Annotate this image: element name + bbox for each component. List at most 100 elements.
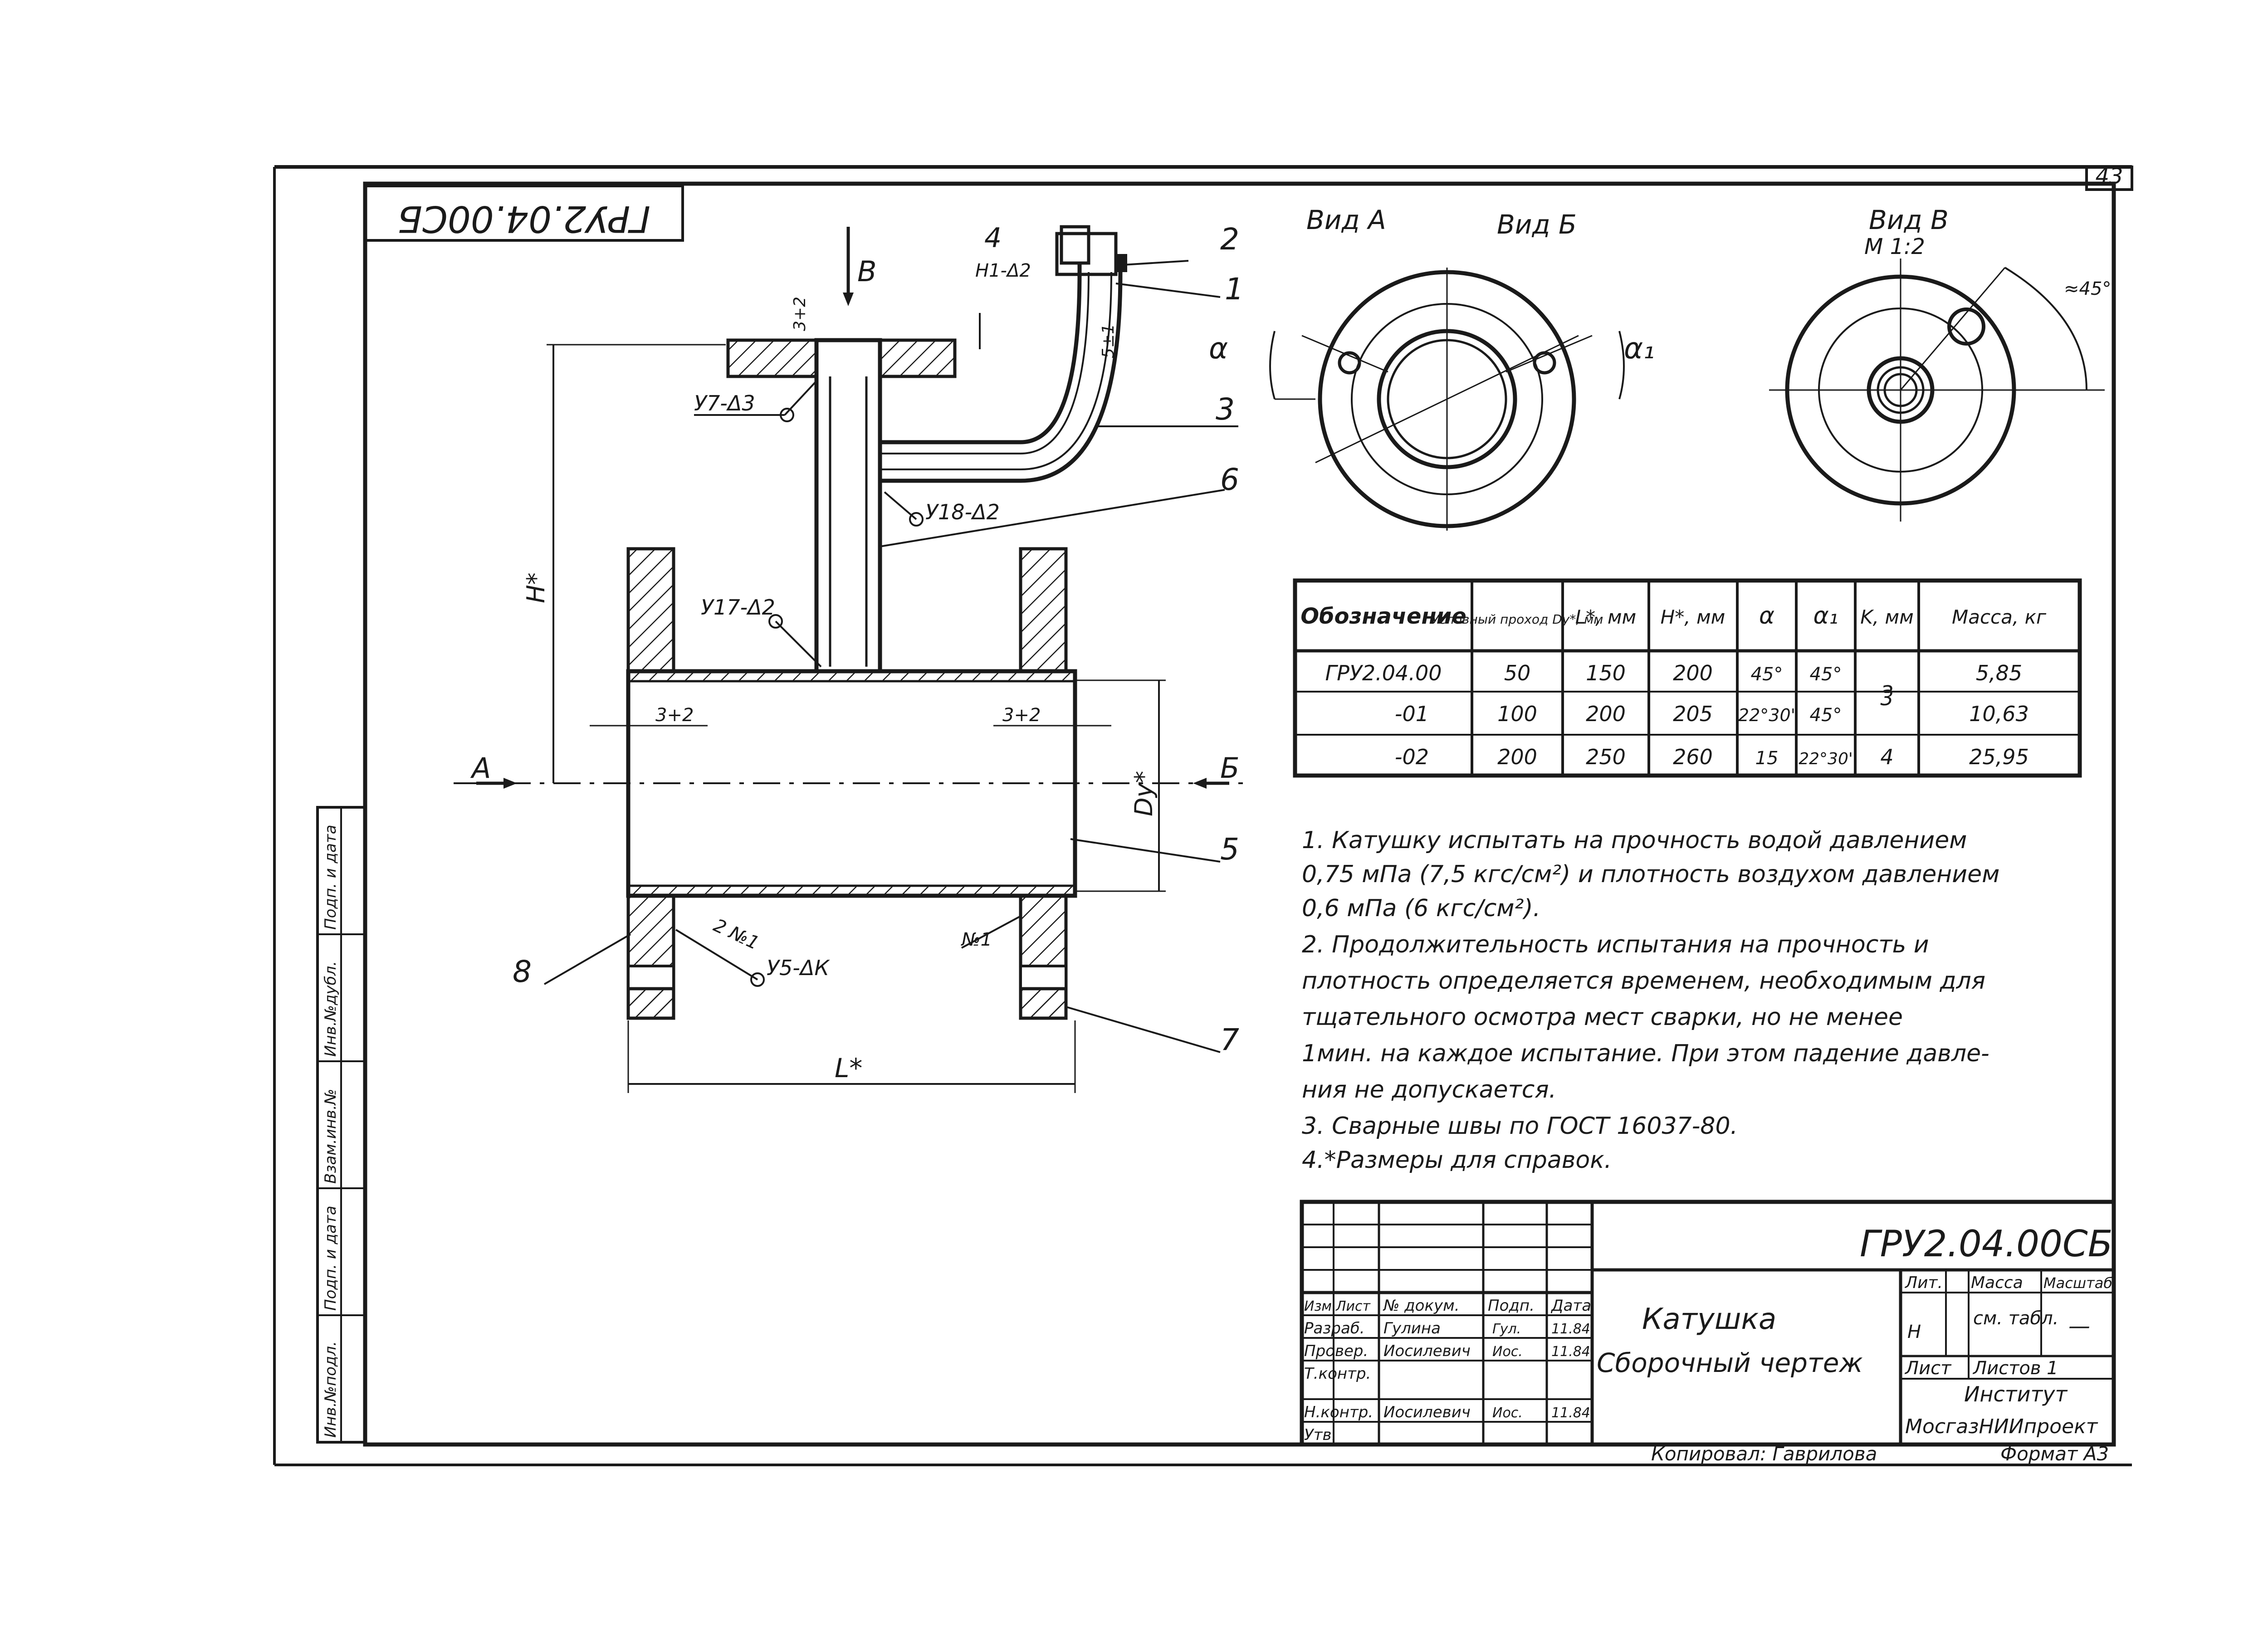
sheet-format: Формат А3 [2000,1443,2109,1465]
weld-u7: У7-Δ3 [694,391,755,415]
view-arrow-a: А [470,752,491,785]
title-name: Катушка [1642,1303,1776,1336]
weld-u18: У18-Δ2 [925,500,1000,524]
side-stamp: Инв.№подл. Подп. и дата Взам.инв.№ Инв.№… [316,806,367,1444]
svg-text:см. табл.: см. табл. [1973,1308,2058,1329]
callout-2: 2 [1220,222,1239,257]
svg-text:Гулина: Гулина [1383,1319,1441,1337]
svg-text:Условный проход Dy*, мм: Условный проход Dy*, мм [1432,612,1603,627]
svg-text:α₁: α₁ [1813,602,1838,630]
dim-h: H* [522,572,550,603]
svg-text:45°: 45° [1810,664,1842,685]
view-arrow-bb: Б [1220,752,1240,785]
svg-text:Подп. и дата: Подп. и дата [322,825,340,930]
svg-text:Обозначение: Обозначение [1300,604,1466,629]
weld-u17: У17-Δ2 [701,595,775,620]
svg-text:0,75 мПа (7,5 кгс/см²) и плотн: 0,75 мПа (7,5 кгс/см²) и плотность возду… [1302,861,1999,888]
svg-text:3: 3 [1880,686,1893,710]
svg-text:Лит.: Лит. [1904,1274,1943,1292]
svg-text:4: 4 [1880,745,1893,769]
svg-text:Гул.: Гул. [1492,1321,1521,1337]
svg-text:L*, мм: L*, мм [1575,606,1636,628]
svg-text:45°: 45° [1751,664,1783,685]
callout-6: 6 [1220,462,1239,497]
svg-text:Утв.: Утв. [1304,1426,1336,1444]
svg-text:Подп. и дата: Подп. и дата [322,1205,340,1311]
svg-text:Иос.: Иос. [1492,1344,1523,1360]
svg-text:Т.контр.: Т.контр. [1304,1365,1371,1383]
svg-text:1. Катушку испытать на прочнос: 1. Катушку испытать на прочность водой д… [1302,827,1967,854]
svg-text:Инв.№подл.: Инв.№подл. [322,1341,340,1438]
table-row: ГРУ2.04.00 50 150 200 45° 45° 3 5,85 [1325,661,2023,706]
note-n1: №1 [961,929,992,950]
title-code: ГРУ2.04.00СБ [1860,1223,2113,1265]
note-2n1: 2 №1 [710,915,763,954]
svg-text:150: 150 [1586,661,1626,685]
svg-text:Инв.№дубл.: Инв.№дубл. [322,961,340,1057]
view-v-scale: М 1:2 [1864,234,1925,259]
title-doc-type: Сборочный чертеж [1597,1347,1863,1378]
svg-text:0,6 мПа (6 кгс/см²).: 0,6 мПа (6 кгс/см²). [1302,895,1540,922]
svg-text:Лист: Лист [1904,1358,1952,1379]
dim-dy: Dy* [1129,771,1158,816]
weld-n1: Н1-Δ2 [975,260,1031,281]
angle-45: ≈45° [2064,278,2111,299]
view-v [1769,259,2105,522]
svg-text:Лист: Лист [1335,1298,1371,1314]
view-a-label: Вид А [1306,205,1386,235]
svg-text:Масса: Масса [1971,1274,2023,1292]
weld-u5: У5-ΔК [767,956,830,980]
svg-text:Листов 1: Листов 1 [1972,1358,2058,1379]
svg-text:-02: -02 [1395,745,1429,769]
svg-text:Н.контр.: Н.контр. [1304,1403,1373,1421]
svg-text:H*, мм: H*, мм [1661,606,1725,628]
svg-text:4.*Размеры для справок.: 4.*Размеры для справок. [1302,1147,1612,1174]
svg-text:11.84: 11.84 [1551,1344,1590,1360]
view-arrow-b: В [857,255,877,288]
notes: 1. Катушку испытать на прочность водой д… [1302,827,1999,1174]
rotated-code: ГРУ2.04.00СБ [397,198,650,240]
svg-text:250: 250 [1586,745,1626,769]
dim-l: L* [835,1053,862,1083]
svg-text:Масса, кг: Масса, кг [1952,606,2047,628]
title-block [1300,1200,2116,1447]
svg-text:Институт: Институт [1964,1382,2068,1406]
svg-text:ГРУ2.04.00: ГРУ2.04.00 [1325,661,1442,685]
svg-text:2. Продолжительность испытания: 2. Продолжительность испытания на прочно… [1302,931,1929,958]
dim-gap-2: 3+2 [1002,705,1041,726]
svg-text:K, мм: K, мм [1860,606,1914,628]
svg-text:Иосилевич: Иосилевич [1383,1342,1471,1360]
dim-gap-1: 3+2 [655,705,694,726]
svg-text:22°30': 22°30' [1738,705,1795,725]
svg-text:Н: Н [1907,1322,1921,1342]
svg-text:200: 200 [1673,661,1713,685]
svg-text:260: 260 [1673,745,1713,769]
table-header: Обозначение Условный проход Dy*, мм L*, … [1300,602,2047,630]
callout-7: 7 [1220,1022,1239,1057]
svg-text:50: 50 [1504,661,1531,685]
svg-text:Иосилевич: Иосилевич [1383,1403,1471,1421]
callout-1: 1 [1225,272,1244,307]
assembly-drawing [454,225,1247,1093]
dim-top: 3+2 [791,297,809,331]
svg-text:200: 200 [1497,745,1537,769]
svg-text:-01: -01 [1395,702,1429,726]
table-row: -02 200 250 260 15 22°30' 4 25,95 [1395,745,2029,769]
svg-text:МосгазНИИпроект: МосгазНИИпроект [1905,1415,2098,1438]
svg-text:Провер.: Провер. [1304,1342,1368,1360]
dim-nipple: 5±1 [1099,324,1118,358]
svg-text:100: 100 [1497,702,1537,726]
svg-text:Дата: Дата [1550,1297,1591,1315]
svg-text:тщательного осмотра мест сварк: тщательного осмотра мест сварки, но не м… [1302,1004,1903,1031]
variants-table [1293,578,2082,778]
copied-by: Копировал: Гаврилова [1651,1443,1877,1465]
callout-3: 3 [1216,392,1235,427]
svg-text:Подп.: Подп. [1488,1297,1535,1315]
svg-text:Иос.: Иос. [1492,1405,1523,1421]
page-number: 43 [2095,164,2123,189]
callout-4: 4 [984,222,1002,254]
svg-text:200: 200 [1586,702,1626,726]
view-ab [1269,268,1625,531]
svg-text:45°: 45° [1810,705,1842,726]
svg-text:5,85: 5,85 [1976,661,2022,685]
